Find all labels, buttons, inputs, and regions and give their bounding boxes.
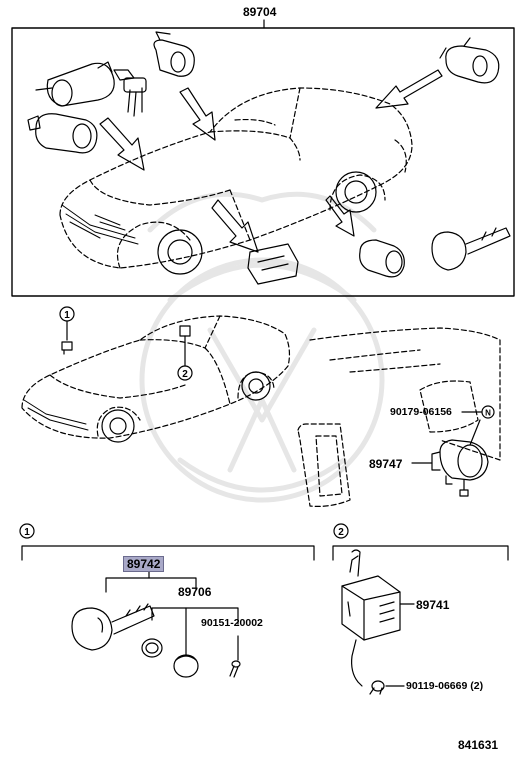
part-number-89742-highlighted[interactable]: 89742 xyxy=(123,556,165,572)
part-number-90179-06156[interactable]: 90179-06156 xyxy=(390,406,452,418)
top-panel-frame xyxy=(11,19,515,297)
transponder-key-part xyxy=(71,603,155,651)
glove-box-lock xyxy=(27,113,98,154)
part-number-89706[interactable]: 89706 xyxy=(178,585,212,599)
callout-2-marker-middle: 2 xyxy=(177,325,193,381)
n-marker-label: N xyxy=(485,409,491,418)
car-illustration-middle xyxy=(21,315,291,439)
callout-2-label-middle: 2 xyxy=(182,369,188,380)
car-grille-top xyxy=(61,204,139,245)
callout-2-bracket: 2 xyxy=(332,523,509,561)
callout-1-marker-middle: 1 xyxy=(59,306,75,355)
callout-2-label-bottom: 2 xyxy=(338,527,344,538)
bolt-90119 xyxy=(369,680,405,695)
ignition-switch-assembly xyxy=(431,419,489,497)
figure-number: 841631 xyxy=(458,738,499,752)
door-control-receiver-part xyxy=(341,549,401,687)
pointer-arrows-top xyxy=(99,69,443,253)
callout-1-label-bottom: 1 xyxy=(24,527,30,538)
leader-lines-key-group xyxy=(105,569,239,661)
callout-1-label-middle: 1 xyxy=(64,310,70,321)
trunk-lock-cylinder xyxy=(439,37,500,84)
part-number-90151-20002[interactable]: 90151-20002 xyxy=(201,617,263,629)
part-number-89747[interactable]: 89747 xyxy=(369,457,403,471)
part-number-90119-06669[interactable]: 90119-06669 (2) xyxy=(406,680,484,692)
car-grille-middle xyxy=(23,399,89,431)
car-wheels-top xyxy=(157,171,377,275)
key-set-icon xyxy=(123,77,147,117)
transponder-key-top xyxy=(431,227,511,271)
leader-90179: N xyxy=(461,405,495,419)
dashboard-illustration xyxy=(297,327,501,507)
ignition-lock-cylinder xyxy=(35,61,135,107)
part-number-89741[interactable]: 89741 xyxy=(416,598,450,612)
car-illustration-top xyxy=(59,87,413,269)
car-wheels-middle xyxy=(101,371,271,443)
washer-ring-part xyxy=(141,638,163,658)
screw-90151 xyxy=(229,660,241,678)
door-lock-cylinder-left xyxy=(153,31,195,77)
door-control-receiver xyxy=(247,243,299,285)
part-number-89704[interactable]: 89704 xyxy=(243,5,277,19)
callout-1-bracket: 1 xyxy=(19,523,315,561)
cap-cover-part xyxy=(173,654,199,678)
door-lock-cylinder-right xyxy=(359,239,405,278)
